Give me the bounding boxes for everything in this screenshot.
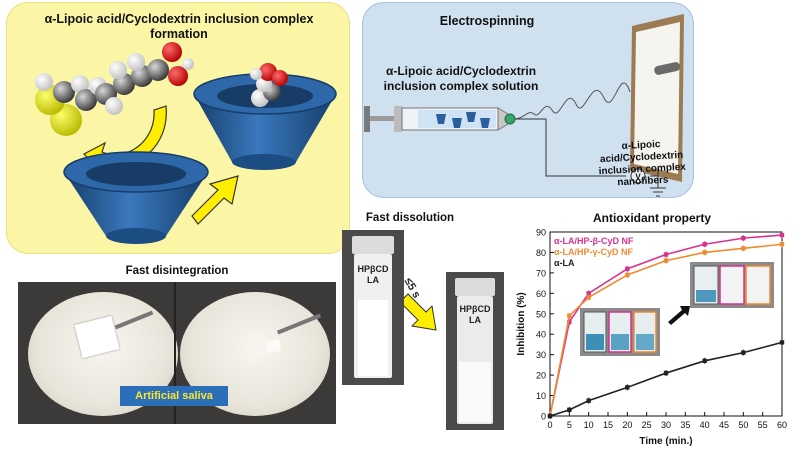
series-line-2 [549, 341, 783, 417]
chart-y-ticks: 0 10 20 30 40 50 60 70 80 90 [536, 228, 554, 422]
series-point-1 [567, 313, 572, 319]
legend-entry-1: α-LA/HP-γ-CyD NF [554, 247, 634, 257]
lipoic-acid-molecule [35, 42, 194, 136]
x-tick-label: 25 [642, 420, 652, 430]
inset-cuvettes [580, 262, 774, 356]
chart-y-label: Inhibition (%) [516, 292, 527, 355]
series-point-2 [741, 350, 746, 355]
x-tick-label: 60 [777, 420, 787, 430]
series-line-0 [549, 234, 783, 417]
dissolved-complexes [436, 112, 490, 128]
circuit [515, 118, 666, 197]
inclusion-title: α-Lipoic acid/Cyclodextrin inclusion com… [20, 12, 338, 42]
y-tick-label: 70 [536, 268, 546, 278]
nanofiber-label: α-Lipoic acid/Cyclodextrin inclusion com… [589, 137, 695, 190]
series-point-1 [702, 250, 707, 255]
inclusion-title-line2: formation [150, 27, 208, 41]
series-point-0 [586, 291, 591, 296]
series-point-2 [779, 340, 785, 345]
x-tick-label: 15 [603, 420, 613, 430]
series-point-2 [625, 385, 630, 390]
series-point-2 [567, 407, 572, 413]
x-tick-label: 5 [567, 420, 572, 430]
vial-photo-after: HPβCD LA [446, 272, 504, 430]
series-point-1 [663, 258, 669, 263]
disintegration-title: Fast disintegration [125, 265, 229, 277]
fiber-jet [514, 82, 631, 120]
chart-series [547, 232, 785, 419]
y-tick-label: 10 [536, 391, 546, 401]
y-tick-label: 20 [536, 371, 546, 381]
series-point-0 [567, 319, 572, 325]
y-tick-label: 80 [536, 248, 546, 258]
series-point-0 [702, 242, 707, 247]
straight-arrow-icon [191, 175, 239, 225]
series-point-0 [663, 252, 669, 257]
x-tick-label: 20 [622, 420, 632, 430]
y-tick-label: 40 [536, 330, 546, 340]
solution-label: α-Lipoic acid/Cyclodextrin inclusion com… [366, 64, 556, 94]
down-arrow-icon [404, 293, 437, 331]
series-point-1 [625, 272, 630, 278]
x-tick-label: 30 [661, 420, 671, 430]
chart-x-ticks: 0 5 10 15 20 25 30 35 40 45 50 55 60 [547, 412, 787, 430]
x-tick-label: 10 [584, 420, 594, 430]
vial-label-after-line2: LA [469, 315, 481, 325]
chart-legend: α-LA/HP-β-CyD NFα-LA/HP-γ-CyD NFα-LA [554, 236, 634, 268]
inclusion-title-line1: α-Lipoic acid/Cyclodextrin inclusion com… [44, 12, 314, 26]
included-lipoic-acid [250, 63, 288, 107]
x-tick-label: 50 [738, 420, 748, 430]
x-tick-label: 35 [680, 420, 690, 430]
voltage-symbol: V [635, 173, 641, 182]
vial-photo-before: HPβCD LA [342, 230, 404, 385]
dissolution-title: Fast dissolution [365, 212, 455, 224]
series-point-2 [702, 358, 707, 363]
chart-title: Antioxidant property [593, 211, 711, 225]
series-point-0 [625, 266, 630, 271]
y-tick-label: 90 [536, 228, 546, 238]
x-tick-label: 40 [700, 420, 710, 430]
series-point-2 [586, 398, 591, 403]
dissolution-arrow [404, 293, 437, 331]
solution-label-line2: inclusion complex solution [383, 79, 539, 93]
y-tick-label: 30 [536, 350, 546, 360]
x-tick-label: 45 [719, 420, 729, 430]
series-point-2 [547, 413, 553, 419]
x-tick-label: 0 [547, 420, 552, 430]
vial-label-before-line2: LA [367, 275, 379, 285]
series-point-0 [741, 235, 746, 241]
series-point-1 [586, 295, 591, 300]
solution-label-line1: α-Lipoic acid/Cyclodextrin [385, 64, 537, 78]
antioxidant-chart: Antioxidant property 0102030405060708090… [516, 211, 787, 447]
electrospinning-diagram: V [364, 14, 684, 197]
vial-label-after-line1: HPβCD [459, 304, 491, 314]
vial-label-before-line1: HPβCD [357, 264, 389, 274]
x-tick-label: 55 [758, 420, 768, 430]
y-tick-label: 0 [541, 412, 546, 422]
cyclodextrin-cone-left [63, 151, 209, 244]
series-point-1 [779, 242, 785, 247]
series-line-1 [549, 243, 783, 417]
artificial-saliva-label: Artificial saliva [120, 386, 228, 406]
electrospinning-title: Electrospinning [439, 14, 535, 28]
vial-label-after: HPβCD LA [458, 304, 492, 326]
collector [630, 14, 684, 182]
y-tick-label: 60 [536, 289, 546, 299]
inset-arrow-icon [668, 306, 690, 325]
nanofiber-web-dissolved [265, 338, 281, 354]
series-point-2 [663, 370, 669, 376]
vial-label-before: HPβCD LA [356, 264, 390, 286]
inclusion-diagram [35, 42, 337, 244]
series-point-0 [779, 232, 785, 238]
photo-divider [174, 282, 176, 424]
voltage-source-icon [630, 168, 646, 184]
legend-entry-0: α-LA/HP-β-CyD NF [554, 236, 634, 246]
series-point-1 [741, 246, 746, 251]
chart-x-label: Time (min.) [639, 436, 692, 447]
legend-entry-2: α-LA [554, 258, 575, 268]
y-tick-label: 50 [536, 309, 546, 319]
